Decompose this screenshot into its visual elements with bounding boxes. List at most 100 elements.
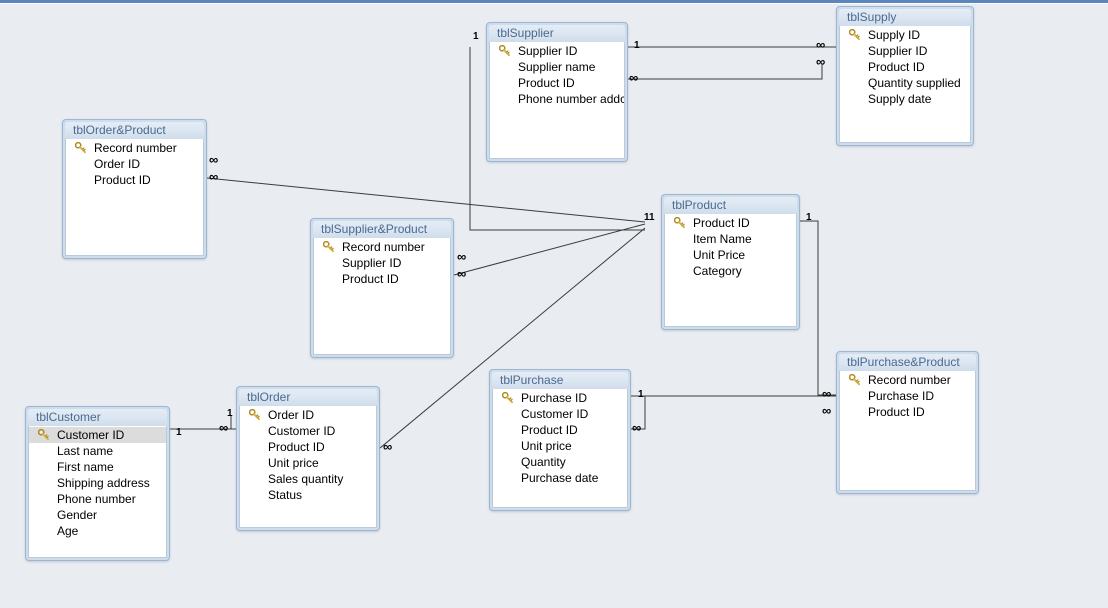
key-icon [848,373,861,386]
key-icon [673,216,686,229]
table-field[interactable]: Record number [66,140,203,156]
table-title[interactable]: tblOrder&Product [65,122,204,139]
field-label: Customer ID [57,428,125,442]
field-label: Product ID [94,173,151,187]
table-field[interactable]: Status [240,487,376,503]
table-field[interactable]: Unit Price [665,247,796,263]
window-top-border [0,0,1108,3]
field-label: Supply ID [868,28,921,42]
cardinality-one-marker: 1 [473,31,479,42]
table-field[interactable]: Shipping address [29,475,166,491]
field-label: Product ID [521,423,578,437]
table-field[interactable]: Customer ID [240,423,376,439]
field-label: Product ID [868,405,925,419]
table-field[interactable]: Gender [29,507,166,523]
table-field[interactable]: Unit price [240,455,376,471]
table-field[interactable]: Phone number [29,491,166,507]
line-product-purchaseproduct [800,220,836,396]
field-label: Last name [57,444,114,458]
field-label: Supplier ID [518,44,578,58]
table-field[interactable]: Product ID [493,422,627,438]
table-field[interactable]: Last name [29,443,166,459]
field-label: Phone number [57,492,136,506]
table-field[interactable]: Item Name [665,231,796,247]
table-field[interactable]: Supplier ID [840,43,970,59]
cardinality-one-marker: 11 [644,212,655,223]
table-field[interactable]: Sales quantity [240,471,376,487]
table-field[interactable]: Record number [840,372,975,388]
table-field[interactable]: Product ID [314,271,450,287]
cardinality-many-marker: ∞ [219,420,228,435]
field-label: Purchase ID [868,389,935,403]
table-title[interactable]: tblPurchase&Product [839,354,976,371]
field-label: First name [57,460,114,474]
table-field[interactable]: Category [665,263,796,279]
table-field[interactable]: Product ID [665,215,796,231]
table-field[interactable]: Supply date [840,91,970,107]
table-field[interactable]: Phone number addc [490,91,624,107]
table-field[interactable]: First name [29,459,166,475]
field-label: Product ID [342,272,399,286]
table-field[interactable]: Product ID [490,75,624,91]
table-field[interactable]: Quantity [493,454,627,470]
field-label: Category [693,264,742,278]
cardinality-many-marker: ∞ [822,403,831,418]
field-label: Product ID [693,216,750,230]
key-icon [498,44,511,57]
table-field[interactable]: Purchase date [493,470,627,486]
table-field[interactable]: Product ID [840,59,970,75]
table-field[interactable]: Supplier name [490,59,624,75]
cardinality-one-marker: 1 [806,212,812,223]
table-title[interactable]: tblOrder [239,389,377,406]
cardinality-many-marker: ∞ [816,54,825,69]
table-field[interactable]: Customer ID [493,406,627,422]
table-title[interactable]: tblSupplier&Product [313,221,451,238]
table-title[interactable]: tblSupply [839,9,971,26]
field-label: Age [57,524,79,538]
key-icon [322,240,335,253]
field-label: Customer ID [268,424,336,438]
cardinality-many-marker: ∞ [209,152,218,167]
table-field[interactable]: Record number [314,239,450,255]
table-field[interactable]: Product ID [840,404,975,420]
table-field[interactable]: Purchase ID [493,390,627,406]
table-field[interactable]: Supply ID [840,27,970,43]
table-field[interactable]: Product ID [66,172,203,188]
field-label: Product ID [518,76,575,90]
window-top-border-inner [0,3,1108,4]
table-title[interactable]: tblProduct [664,197,797,214]
table-field[interactable]: Supplier ID [490,43,624,59]
table-title[interactable]: tblPurchase [492,372,628,389]
table-field[interactable]: Order ID [66,156,203,172]
cardinality-many-marker: ∞ [457,266,466,281]
field-label: Purchase ID [521,391,588,405]
table-field[interactable]: Quantity supplied [840,75,970,91]
table-field[interactable]: Supplier ID [314,255,450,271]
table-field[interactable]: Customer ID [29,427,166,443]
cardinality-one-marker: 1 [176,427,182,438]
table-field[interactable]: Purchase ID [840,388,975,404]
table-title[interactable]: tblCustomer [28,409,167,426]
table-title[interactable]: tblSupplier [489,25,625,42]
cardinality-one-marker: 1 [227,408,233,419]
table-field[interactable]: Order ID [240,407,376,423]
table-field[interactable]: Product ID [240,439,376,455]
table-field[interactable]: Unit price [493,438,627,454]
table-field[interactable]: Age [29,523,166,539]
